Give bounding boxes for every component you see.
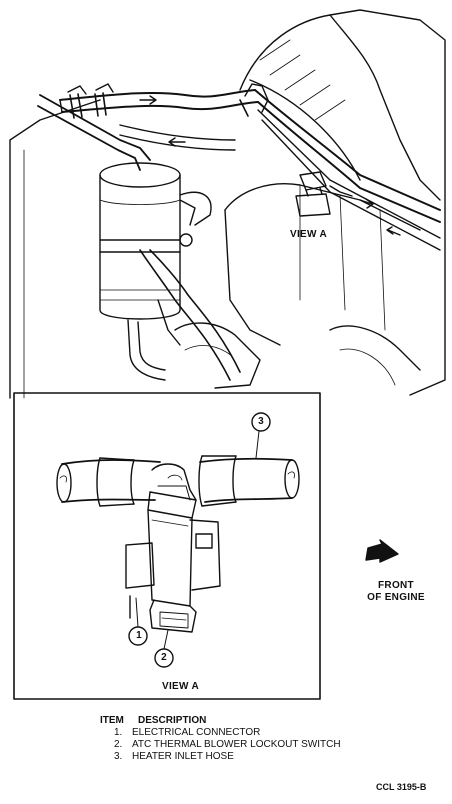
legend-item-num: 1. xyxy=(114,727,123,738)
legend-row: 2. ATC THERMAL BLOWER LOCKOUT SWITCH xyxy=(100,739,341,751)
view-a-inset xyxy=(13,392,321,700)
callout-2: 2 xyxy=(161,652,167,663)
legend-row: 3. HEATER INLET HOSE xyxy=(100,751,341,763)
legend-item-num: 2. xyxy=(114,739,123,750)
front-line-1: FRONT xyxy=(378,580,414,591)
engine-scene xyxy=(9,9,446,399)
view-a-label-top: VIEW A xyxy=(290,229,327,240)
legend-item-num: 3. xyxy=(114,751,123,762)
legend-header-description: DESCRIPTION xyxy=(138,715,207,726)
front-of-engine-label: FRONT OF ENGINE xyxy=(360,580,432,604)
callout-1: 1 xyxy=(136,630,142,641)
figure-code: CCL 3195-B xyxy=(376,782,427,792)
legend-row: 1. ELECTRICAL CONNECTOR xyxy=(100,727,341,739)
callout-3: 3 xyxy=(258,416,264,427)
front-arrow-icon xyxy=(365,539,399,563)
front-line-2: OF ENGINE xyxy=(367,592,425,603)
item-legend: ITEM DESCRIPTION 1. ELECTRICAL CONNECTOR 2… xyxy=(100,715,341,763)
view-a-label-bottom: VIEW A xyxy=(162,681,199,692)
legend-item-text: ATC THERMAL BLOWER LOCKOUT SWITCH xyxy=(132,739,341,750)
legend-header: ITEM DESCRIPTION xyxy=(100,715,341,727)
legend-item-text: HEATER INLET HOSE xyxy=(132,751,234,762)
legend-item-text: ELECTRICAL CONNECTOR xyxy=(132,727,261,738)
legend-header-item: ITEM xyxy=(100,715,124,726)
